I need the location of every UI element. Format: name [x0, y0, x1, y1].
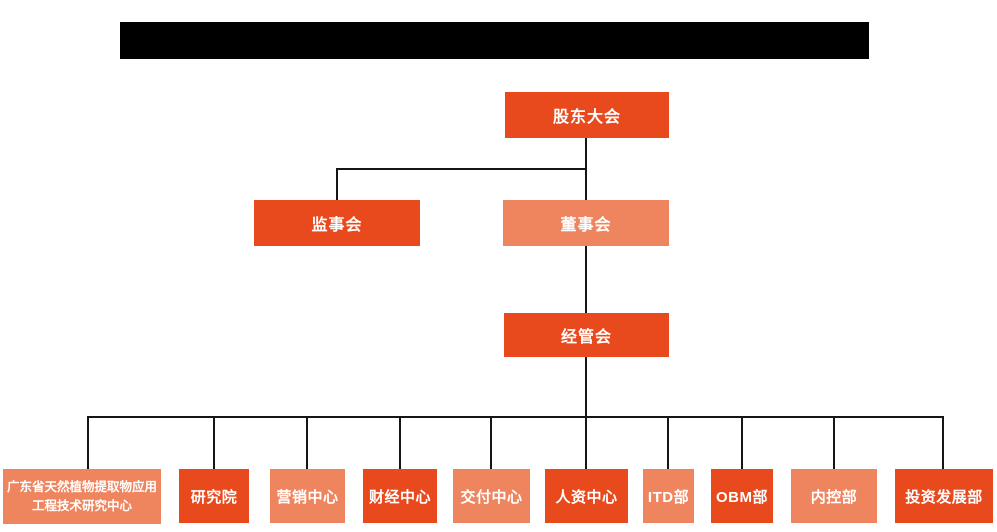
- node-label: 研究院: [190, 488, 238, 506]
- node-dept-internal-control: 内控部: [791, 469, 877, 523]
- connector-drop-8: [741, 416, 743, 470]
- node-label: 财经中心: [368, 488, 431, 506]
- node-label: 股东大会: [552, 109, 621, 126]
- node-board-of-directors: 董事会: [503, 200, 669, 246]
- node-dept-obm: OBM部: [711, 469, 773, 523]
- connector-drop-5: [490, 416, 492, 470]
- connector-drop-1: [87, 416, 89, 470]
- node-label: OBM部: [716, 488, 768, 506]
- connector-branch-horizontal: [336, 168, 587, 170]
- connector-bus-horizontal: [87, 416, 944, 418]
- node-label: 人资中心: [555, 488, 618, 506]
- node-label: 投资发展部: [905, 488, 983, 506]
- node-label: ITD部: [647, 488, 690, 506]
- node-management-committee: 经管会: [504, 313, 669, 357]
- connector-drop-7: [667, 416, 669, 470]
- connector-drop-10: [942, 416, 944, 470]
- node-label: 交付中心: [460, 488, 523, 506]
- node-label: 内控部: [810, 488, 858, 506]
- node-dept-marketing-center: 营销中心: [270, 469, 345, 523]
- node-shareholders-meeting: 股东大会: [505, 92, 669, 138]
- node-dept-finance-center: 财经中心: [363, 469, 437, 523]
- node-label: 广东省天然植物提取物应用工程技术研究中心: [7, 480, 158, 513]
- connector-supervisory-drop: [336, 168, 338, 201]
- node-dept-itd: ITD部: [643, 469, 694, 523]
- node-dept-research-institute: 研究院: [179, 469, 249, 523]
- node-label: 监事会: [311, 217, 363, 234]
- redacted-title-bar: [120, 22, 869, 59]
- node-dept-research-center: 广东省天然植物提取物应用工程技术研究中心: [3, 469, 161, 524]
- node-label: 经管会: [560, 329, 612, 346]
- connector-drop-9: [833, 416, 835, 470]
- connector-drop-2: [213, 416, 215, 470]
- node-label: 董事会: [560, 217, 612, 234]
- connector-board-management: [585, 246, 587, 314]
- connector-shareholders-down: [585, 138, 587, 202]
- connector-drop-3: [306, 416, 308, 470]
- node-dept-delivery-center: 交付中心: [453, 469, 530, 523]
- connector-drop-6: [585, 416, 587, 470]
- node-dept-investment-development: 投资发展部: [895, 469, 993, 523]
- connector-drop-4: [399, 416, 401, 470]
- connector-management-bus: [585, 357, 587, 418]
- node-supervisory-board: 监事会: [254, 200, 420, 246]
- node-label: 营销中心: [276, 488, 339, 506]
- node-dept-hr-center: 人资中心: [545, 469, 628, 523]
